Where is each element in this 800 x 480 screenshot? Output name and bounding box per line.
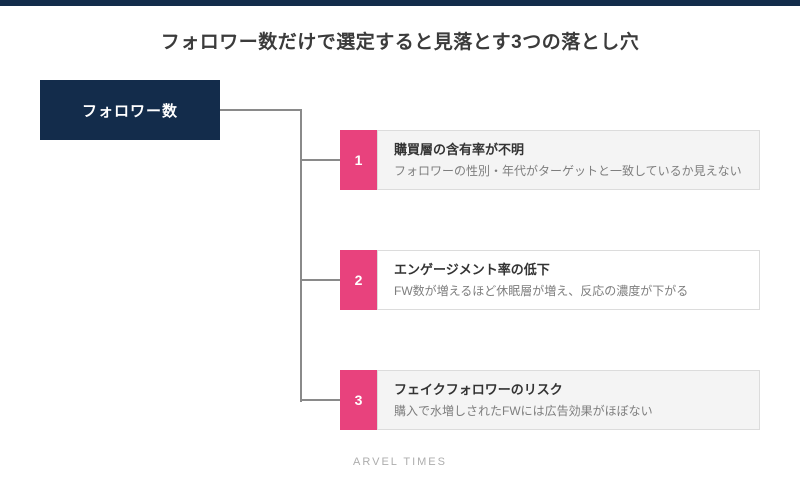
pitfall-title: エンゲージメント率の低下 (394, 262, 550, 277)
pitfall-title: フェイクフォロワーのリスク (394, 382, 563, 397)
top-accent-bar (0, 0, 800, 6)
pitfall-description: フォロワーの性別・年代がターゲットと一致しているか見えない (394, 164, 742, 178)
pitfall-card-1: 購買層の含有率が不明 フォロワーの性別・年代がターゲットと一致しているか見えない (377, 130, 760, 190)
connector-branch-1 (300, 159, 340, 161)
pitfall-row-2: 2 エンゲージメント率の低下 FW数が増えるほど休眠層が増え、反応の濃度が下がる (340, 250, 760, 310)
pitfall-description: FW数が増えるほど休眠層が増え、反応の濃度が下がる (394, 284, 689, 298)
page-title: フォロワー数だけで選定すると見落とす3つの落とし穴 (160, 32, 640, 53)
footer-brand: ARVEL TIMES (353, 456, 447, 468)
pitfall-card-3: フェイクフォロワーのリスク 購入で水増しされたFWには広告効果がほぼない (377, 370, 760, 430)
root-node-label: フォロワー数 (81, 102, 178, 120)
pitfall-title: 購買層の含有率が不明 (394, 142, 525, 157)
number-badge-3: 3 (340, 370, 377, 430)
pitfall-card-2: エンゲージメント率の低下 FW数が増えるほど休眠層が増え、反応の濃度が下がる (377, 250, 760, 310)
connector-branch-3 (300, 399, 340, 401)
pitfall-row-1: 1 購買層の含有率が不明 フォロワーの性別・年代がターゲットと一致しているか見え… (340, 130, 760, 190)
pitfall-row-3: 3 フェイクフォロワーのリスク 購入で水増しされたFWには広告効果がほぼない (340, 370, 760, 430)
pitfall-description: 購入で水増しされたFWには広告効果がほぼない (394, 404, 653, 418)
number-badge-1: 1 (340, 130, 377, 190)
number-badge-2: 2 (340, 250, 377, 310)
connector-root-horizontal (220, 109, 301, 111)
root-node-followers: フォロワー数 (40, 80, 220, 140)
connector-branch-2 (300, 279, 340, 281)
connector-trunk-vertical (300, 109, 302, 402)
